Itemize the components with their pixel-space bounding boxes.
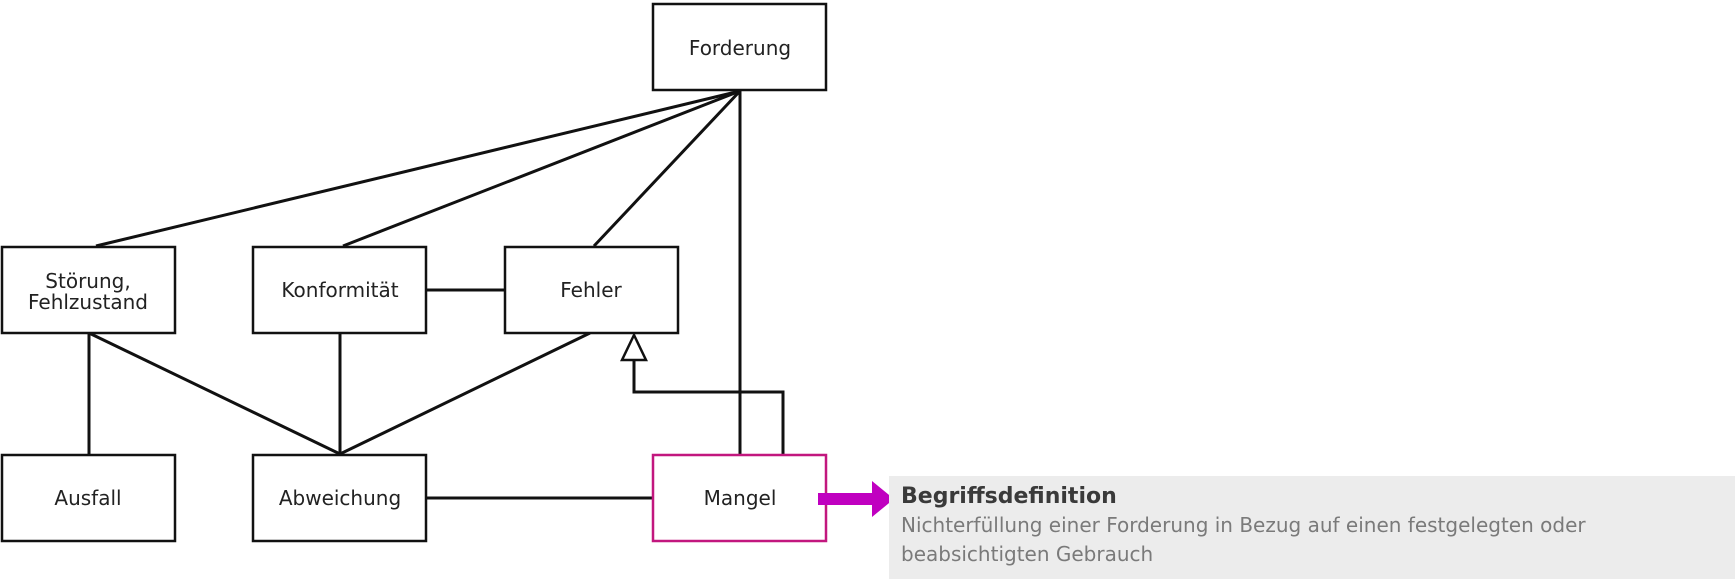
node-konformitaet[interactable]: Konformität [251, 245, 428, 335]
definition-title: Begriffsdefinition [901, 484, 1117, 509]
node-fehler[interactable]: Fehler [503, 245, 680, 335]
edge-forderung-fehler [592, 89, 742, 248]
node-ausfall[interactable]: Ausfall [0, 453, 177, 543]
node-mangel[interactable]: Mangel [651, 453, 828, 543]
node-label: Konformität [281, 278, 398, 302]
edge-forderung-stoerung [95, 89, 741, 248]
definition-panel: Begriffsdefinition Nichterfüllung einer … [889, 476, 1735, 579]
node-label: Ausfall [54, 486, 121, 510]
node-label: Fehlzustand [28, 290, 148, 314]
edge-forderung-konformitaet [342, 89, 741, 248]
edge-mangel-fehler-generalization [632, 357, 785, 454]
node-label: Fehler [560, 278, 622, 302]
node-stoerung-fehlzustand[interactable]: Störung, Fehlzustand [0, 245, 177, 335]
generalization-arrowhead [620, 332, 648, 362]
edge-stoerung-abweichung [88, 331, 341, 456]
node-forderung[interactable]: Forderung [651, 2, 828, 92]
node-label: Mangel [704, 486, 777, 510]
node-label: Abweichung [279, 486, 401, 510]
node-label: Forderung [689, 36, 791, 60]
node-label: Störung, [45, 269, 130, 293]
definition-pointer-arrow [818, 481, 894, 517]
node-abweichung[interactable]: Abweichung [251, 453, 428, 543]
connector-lines [87, 89, 785, 500]
edge-fehler-abweichung [339, 331, 591, 456]
definition-text: Nichterfüllung einer Forderung in Bezug … [901, 513, 1586, 566]
